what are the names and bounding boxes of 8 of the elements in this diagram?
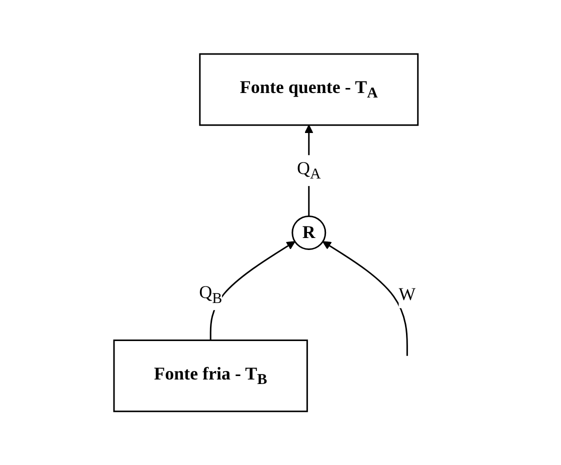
arrow (322, 240, 408, 356)
edge-label: Q$_{A}$ (296, 158, 321, 182)
node-box: Fonte quente - T$_{A}$ (199, 53, 419, 126)
arrow (210, 240, 296, 340)
node-circle: R (292, 215, 326, 250)
edge-label: Q$_{B}$ (198, 282, 222, 307)
node-box: Fonte fria - T$_{B}$ (113, 339, 308, 412)
edge-label: W (398, 284, 416, 304)
